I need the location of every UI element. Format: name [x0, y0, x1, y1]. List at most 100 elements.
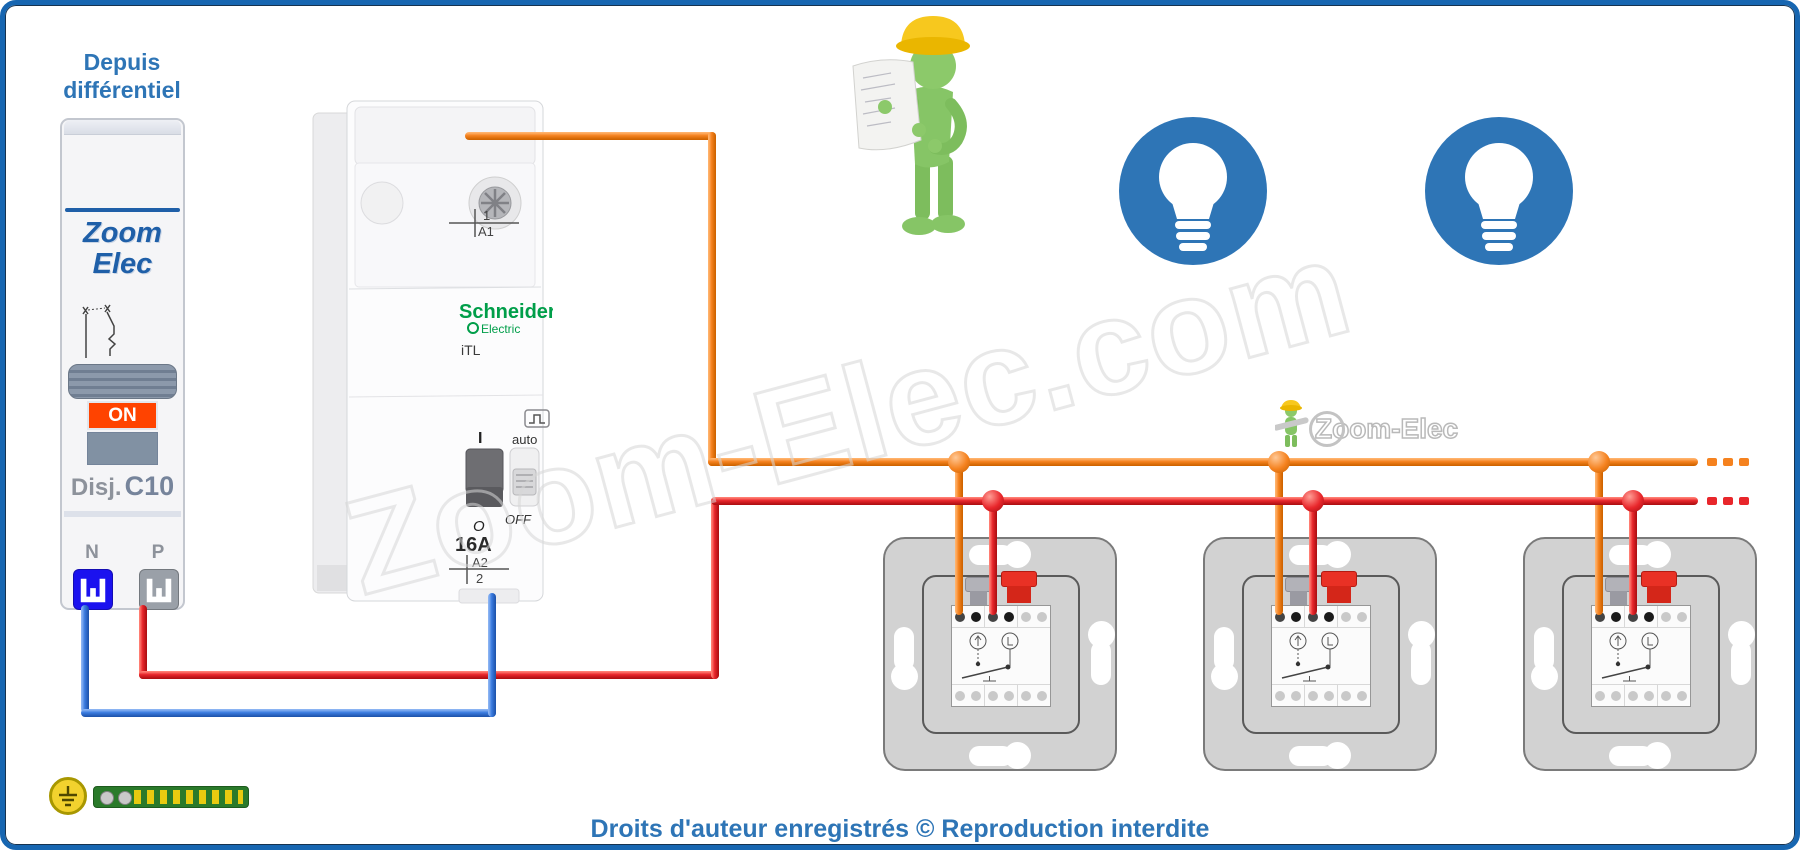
breaker-lower-divider: [64, 511, 181, 517]
breaker-brand: Zoom Elec: [62, 217, 183, 281]
mounting-hole: [1728, 621, 1755, 648]
mounting-hole: [1004, 742, 1031, 769]
push-button-schematic-icon: [1281, 632, 1339, 682]
terminal-row-top: [1272, 606, 1370, 628]
zoom-elec-logo: Zoom-Elec: [1275, 397, 1459, 449]
mounting-hole: [1211, 663, 1238, 690]
red-wire-segment: [711, 497, 1698, 505]
wire-clamp-red: [1641, 571, 1677, 603]
mounting-hole: [1004, 541, 1031, 568]
ground-slots: [134, 790, 243, 804]
mounting-hole: [1324, 742, 1351, 769]
mounting-hole: [1324, 541, 1351, 568]
red-junction-dot: [1302, 490, 1324, 512]
ground-screw: [100, 791, 114, 805]
depuis-differentiel-label: Depuis différentiel: [63, 49, 181, 103]
neutral-terminal: [73, 569, 113, 610]
relay-position-i: I: [478, 430, 482, 447]
push-button-mechanism: [1591, 605, 1691, 707]
mounting-hole: [1644, 541, 1671, 568]
orange-wire-drop: [955, 460, 963, 615]
mounting-slot: [969, 746, 1013, 766]
mounting-slot: [1411, 641, 1431, 685]
terminal-row-bottom: [1272, 684, 1370, 706]
relay-off-label: OFF: [505, 512, 532, 527]
relay-rating: 16A: [455, 534, 492, 556]
red-wire-dash: [1723, 497, 1733, 505]
relay-terminal-2: 2: [476, 571, 483, 586]
breaker-toggle-base: [87, 432, 158, 465]
zoom-elec-mascot-icon: [1275, 400, 1309, 447]
blue-wire-segment: [488, 593, 496, 717]
schneider-electric-text: Electric: [481, 322, 520, 336]
phase-terminal: [139, 569, 179, 610]
mounting-hole: [1408, 621, 1435, 648]
red-wire-dash: [1707, 497, 1717, 505]
light-bulb-icon: [1425, 117, 1573, 265]
mounting-slot: [1289, 746, 1333, 766]
terminal-clamp-icon: [146, 578, 172, 602]
red-junction-dot: [1622, 490, 1644, 512]
orange-wire-drop: [1275, 460, 1283, 615]
relay-terminal-a2: A2: [472, 555, 488, 570]
red-wire-drop: [1629, 499, 1637, 615]
terminal-row-top: [952, 606, 1050, 628]
push-button-switch: [1203, 537, 1437, 771]
breaker-divider-line: [65, 208, 180, 212]
mounting-slot: [1091, 641, 1111, 685]
wire-clamp-gray: [1285, 577, 1312, 605]
relay-auto-label: auto: [512, 432, 537, 447]
push-button-mechanism: [1271, 605, 1371, 707]
mounting-hole: [1644, 742, 1671, 769]
orange-wire-dash: [1723, 458, 1733, 466]
orange-wire-segment: [708, 132, 716, 466]
push-button-switch: [883, 537, 1117, 771]
circuit-breaker: Zoom Elec ON Disj.C10 N P: [60, 118, 185, 610]
neutral-label: N: [85, 542, 99, 563]
mounting-slot: [1214, 627, 1234, 671]
terminal-clamp-icon: [80, 578, 106, 602]
mounting-slot: [1731, 641, 1751, 685]
blue-wire-segment: [81, 709, 496, 717]
earth-symbol-icon: [49, 777, 87, 815]
worker-figure-drawing: [852, 16, 970, 235]
orange-wire-drop: [1595, 460, 1603, 615]
orange-wire-segment: [465, 132, 716, 140]
red-junction-dot: [982, 490, 1004, 512]
push-button-switch: [1523, 537, 1757, 771]
breaker-on-indicator: ON: [87, 401, 158, 430]
wire-clamp-red: [1321, 571, 1357, 603]
wire-clamp-gray: [1605, 577, 1632, 605]
push-button-mechanism: [951, 605, 1051, 707]
terminal-row-bottom: [952, 684, 1050, 706]
breaker-label: Disj.C10: [62, 471, 183, 502]
impulse-relay-drawing: 1 A1 Schneider Electric iTL I O auto OFF…: [312, 100, 556, 604]
ground-screw: [118, 791, 132, 805]
schneider-logo-text: Schneider: [459, 301, 553, 323]
mounting-hole: [891, 663, 918, 690]
orange-wire-dash: [1707, 458, 1717, 466]
red-wire-drop: [989, 499, 997, 615]
wire-clamp-red: [1001, 571, 1037, 603]
impulse-relay: 1 A1 Schneider Electric iTL I O auto OFF…: [309, 97, 556, 614]
wire-clamp-gray: [965, 577, 992, 605]
breaker-top-cap: [64, 120, 181, 135]
push-button-schematic-icon: [1601, 632, 1659, 682]
breaker-brand-line1: Zoom: [83, 217, 162, 249]
orange-wire-segment: [708, 458, 1698, 466]
blue-wire-segment: [81, 605, 89, 713]
phase-label: P: [151, 542, 165, 563]
breaker-rating: C10: [124, 471, 175, 501]
copyright-notice: Droits d'auteur enregistrés © Reproducti…: [590, 815, 1210, 843]
logo-circle: [1309, 411, 1345, 447]
breaker-symbol-icon: [82, 304, 117, 358]
red-wire-dash: [1739, 497, 1749, 505]
breaker-disj-text: Disj.: [70, 474, 122, 501]
worker-figure: [845, 10, 995, 247]
breaker-toggle-handle: [68, 364, 177, 399]
push-button-schematic-icon: [961, 632, 1019, 682]
relay-terminal-a1: A1: [478, 224, 494, 239]
orange-junction-dot: [1268, 451, 1290, 473]
terminal-row-top: [1592, 606, 1690, 628]
